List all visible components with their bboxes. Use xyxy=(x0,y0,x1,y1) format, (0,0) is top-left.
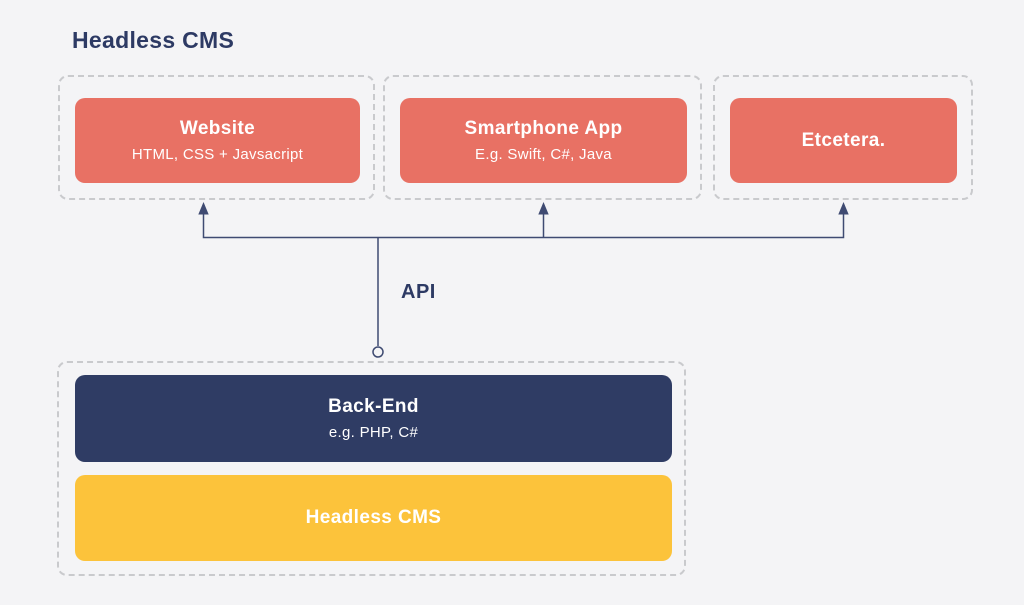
backend-group xyxy=(57,361,686,576)
circle-connector-icon xyxy=(372,346,384,358)
headless-cms-box-title: Headless CMS xyxy=(305,507,442,528)
website-box: Website HTML, CSS + Javsacript xyxy=(75,98,360,183)
website-box-subtitle: HTML, CSS + Javsacript xyxy=(131,146,304,163)
api-label: API xyxy=(401,281,436,303)
arrowhead-up-icon xyxy=(838,202,849,215)
backend-box-title: Back-End xyxy=(328,396,419,417)
etcetera-box-title: Etcetera. xyxy=(801,129,886,151)
page-title: Headless CMS xyxy=(72,27,235,53)
backend-box: Back-End e.g. PHP, C# xyxy=(75,375,672,462)
smartphone-app-box-title: Smartphone App xyxy=(464,118,623,139)
connector-path xyxy=(202,213,845,346)
website-box-title: Website xyxy=(179,118,256,139)
etcetera-box: Etcetera. xyxy=(730,98,957,183)
frontend-group-etcetera xyxy=(713,75,973,200)
arrowhead-up-icon xyxy=(198,202,209,215)
arrowhead-up-icon xyxy=(538,202,549,215)
frontend-group-smartphone-app xyxy=(383,75,702,200)
smartphone-app-box: Smartphone App E.g. Swift, C#, Java xyxy=(400,98,687,183)
backend-box-subtitle: e.g. PHP, C# xyxy=(328,424,419,441)
headless-cms-box: Headless CMS xyxy=(75,475,672,561)
smartphone-app-box-subtitle: E.g. Swift, C#, Java xyxy=(475,146,612,163)
frontend-group-website xyxy=(58,75,375,200)
